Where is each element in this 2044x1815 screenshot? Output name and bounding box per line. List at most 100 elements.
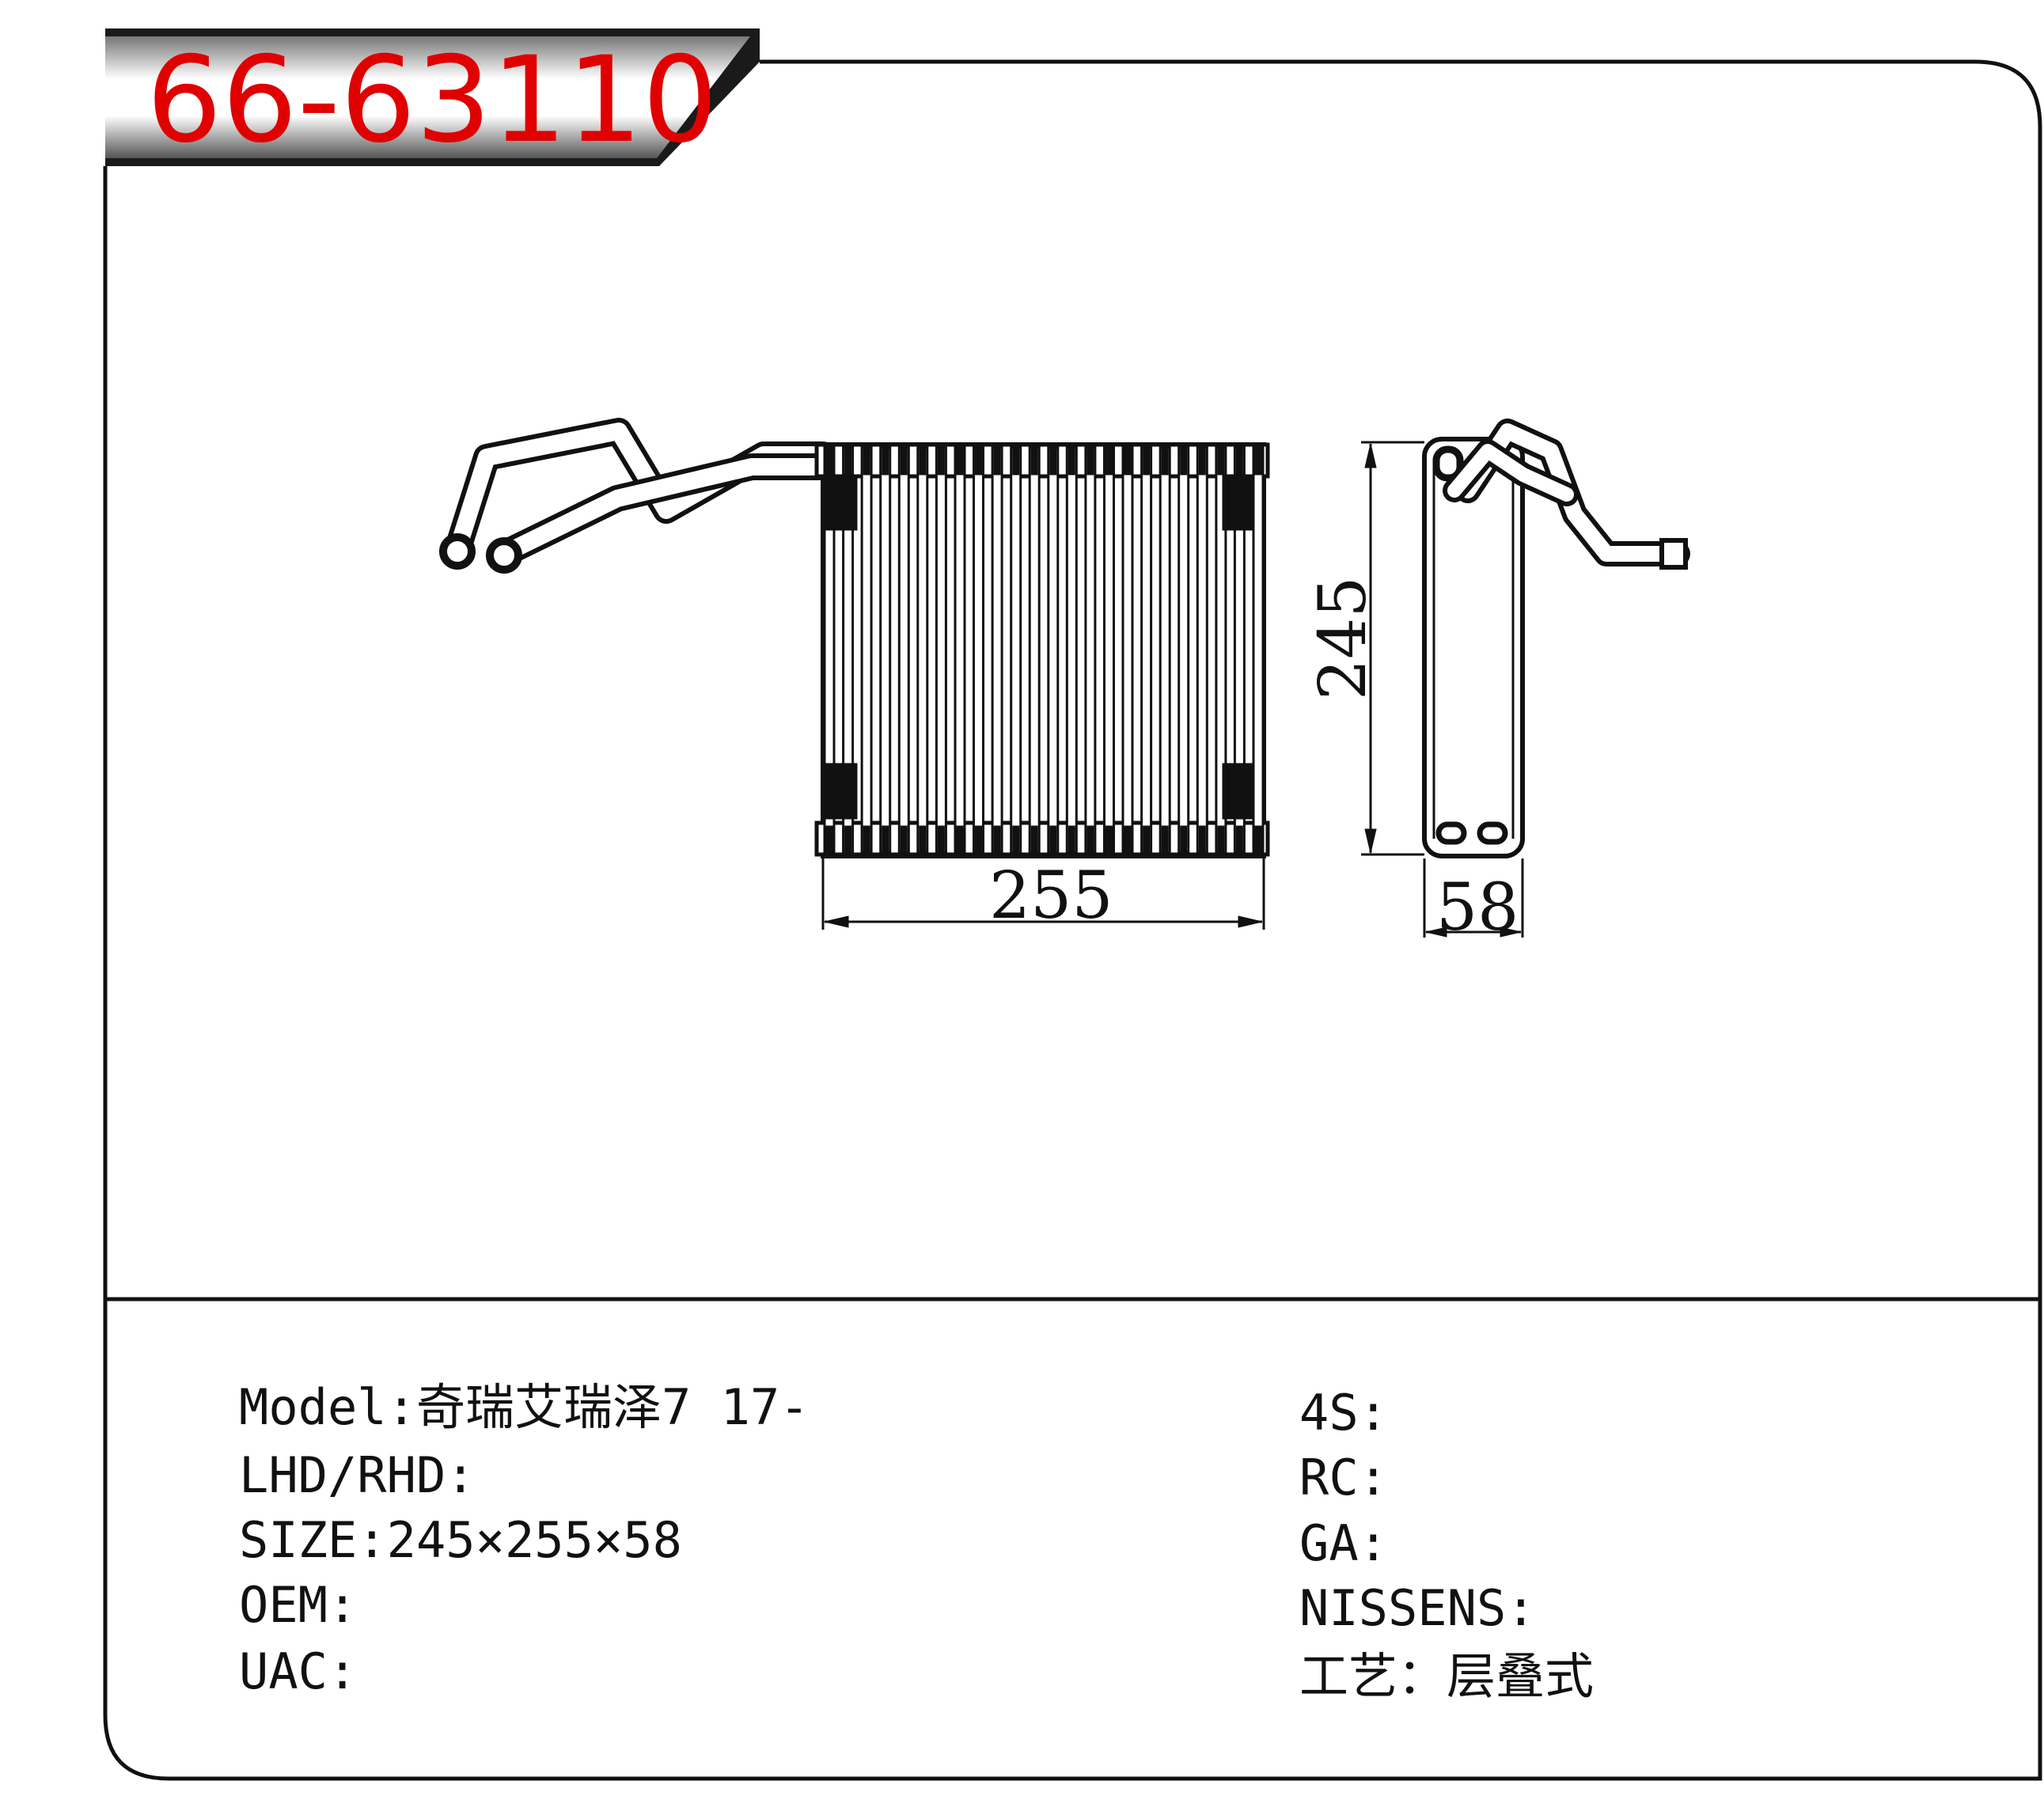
core-tube <box>1084 446 1097 854</box>
core-tube <box>1028 446 1041 854</box>
spec-left-1: LHD/RHD: <box>239 1451 476 1500</box>
fin-tick-top <box>1086 447 1094 476</box>
fin-tick-bottom <box>1254 825 1262 854</box>
core-fins <box>825 447 1262 854</box>
fin-tick-top <box>1012 447 1020 476</box>
pipe-lower-inner <box>495 458 832 563</box>
core-tube <box>879 446 892 854</box>
evaporator-front-view <box>439 418 1270 930</box>
fin-tick-top <box>863 447 870 476</box>
dim-width-arrow-left <box>824 915 849 928</box>
core-tube <box>1121 446 1134 854</box>
fin-tick-top <box>1124 447 1132 476</box>
fin-tick-bottom <box>937 825 945 854</box>
fin-tick-bottom <box>1049 825 1057 854</box>
spec-label: OEM: <box>239 1576 358 1634</box>
spec-left-4: UAC: <box>239 1647 357 1696</box>
fin-tick-top <box>919 447 927 476</box>
side-port-bottom-1 <box>1435 821 1467 845</box>
fin-tick-top <box>825 447 833 476</box>
dim-depth-arrow-left <box>1425 926 1447 938</box>
tank-top <box>814 442 1270 479</box>
core-tubes <box>823 446 1265 854</box>
fin-tick-bottom <box>919 825 927 854</box>
spec-right-2: GA: <box>1299 1519 1388 1568</box>
bracket-br <box>1222 763 1255 820</box>
core-tube <box>860 446 873 854</box>
spec-value: 层叠式 <box>1447 1647 1595 1705</box>
fin-tick-bottom <box>825 825 833 854</box>
spec-value: 245×255×58 <box>386 1511 682 1569</box>
core-tube <box>973 446 984 854</box>
fin-tick-bottom <box>1086 825 1094 854</box>
spec-label: LHD/RHD: <box>239 1446 476 1504</box>
fin-tick-top <box>1143 447 1151 476</box>
fin-tick-top <box>1161 447 1169 476</box>
fin-tick-bottom <box>975 825 982 854</box>
dim-depth-arrow-right <box>1500 926 1522 938</box>
core-tube <box>954 446 966 854</box>
spec-right-3: NISSENS: <box>1299 1584 1536 1633</box>
fin-tick-top <box>937 447 945 476</box>
side-port-bottom-2 <box>1477 821 1508 845</box>
fin-tick-top <box>882 447 889 476</box>
core-tube <box>1159 446 1171 854</box>
core-tube <box>897 446 910 854</box>
bracket-bl <box>825 763 858 820</box>
fin-tick-bottom <box>1143 825 1151 854</box>
core-tube <box>1103 446 1115 854</box>
fin-tick-bottom <box>956 825 964 854</box>
evaporator-side-view <box>1361 419 1690 938</box>
fin-tick-bottom <box>1180 825 1188 854</box>
fin-tick-bottom <box>1068 825 1075 854</box>
fin-tick-bottom <box>1235 825 1243 854</box>
core-tube <box>1047 446 1060 854</box>
core-tube <box>1252 446 1265 854</box>
bracket-tr <box>1222 474 1255 531</box>
spec-label: Model: <box>239 1378 416 1436</box>
fin-tick-bottom <box>863 825 870 854</box>
core-tube <box>1010 446 1022 854</box>
part-code: 66-63110 <box>146 32 718 169</box>
spec-label: UAC: <box>239 1643 358 1700</box>
fin-tick-bottom <box>900 825 908 854</box>
core-tube <box>1140 446 1153 854</box>
fin-tick-top <box>1180 447 1188 476</box>
core-tube <box>991 446 1003 854</box>
fin-tick-top <box>956 447 964 476</box>
fin-tick-bottom <box>882 825 889 854</box>
fin-tick-bottom <box>1030 825 1038 854</box>
spec-right-1: RC: <box>1299 1453 1388 1502</box>
bracket-tl <box>825 474 858 531</box>
side-fitting <box>1659 538 1688 570</box>
fin-tick-bottom <box>1217 825 1225 854</box>
spec-left-3: OEM: <box>239 1581 357 1630</box>
fin-tick-top <box>1217 447 1225 476</box>
spec-label: SIZE: <box>239 1511 387 1569</box>
fin-tick-top <box>1254 447 1262 476</box>
dim-depth-label: 58 <box>1436 870 1519 945</box>
dim-width-label: 255 <box>989 858 1113 934</box>
core-tube <box>1196 446 1208 854</box>
dim-width-arrow-right <box>1238 915 1263 928</box>
side-port-1 <box>1432 445 1464 482</box>
spec-right-4: 工艺：层叠式 <box>1299 1652 1594 1701</box>
side-body <box>1422 437 1525 858</box>
spec-label: RC: <box>1299 1449 1388 1506</box>
outer-border <box>103 59 2042 1781</box>
fin-tick-bottom <box>844 825 852 854</box>
fin-tick-top <box>844 447 852 476</box>
core-tube <box>916 446 929 854</box>
fin-tick-top <box>1030 447 1038 476</box>
fin-tick-top <box>1105 447 1113 476</box>
spec-value: 奇瑞艾瑞泽7 17- <box>415 1378 810 1436</box>
fin-tick-top <box>993 447 1001 476</box>
fin-tick-bottom <box>1124 825 1132 854</box>
fin-tick-top <box>1198 447 1206 476</box>
spec-left-0: Model:奇瑞艾瑞泽7 17- <box>239 1383 810 1432</box>
fin-tick-bottom <box>1198 825 1206 854</box>
fin-tick-top <box>1235 447 1243 476</box>
fin-tick-bottom <box>1012 825 1020 854</box>
dim-height-arrow-top <box>1364 443 1377 468</box>
side-pipe-2-inner <box>1447 444 1574 502</box>
